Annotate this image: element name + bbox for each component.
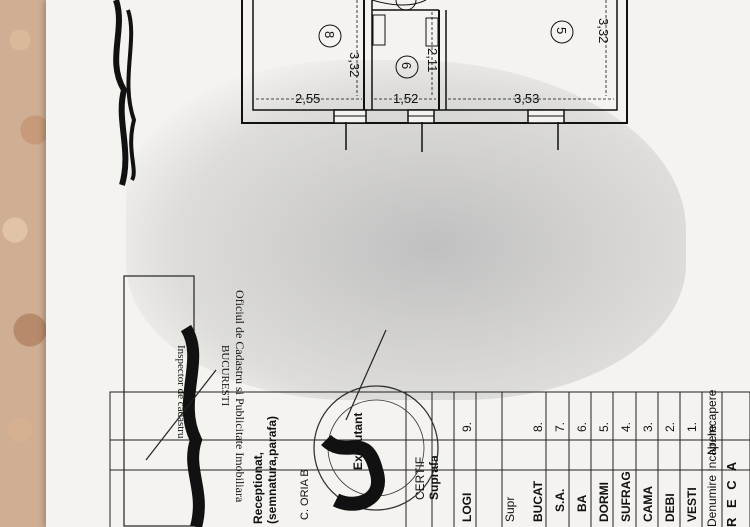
table-row-nr: 4. [619, 422, 633, 432]
seal-text: C. ORIA B [299, 469, 311, 520]
table-row-nr: 1. [685, 422, 699, 432]
room-circle [318, 24, 342, 48]
phone-shadow [126, 60, 686, 400]
table-row-name: S.A. [553, 489, 567, 512]
table-title: R E C A [724, 459, 739, 527]
suprafata-label: Suprafa [427, 455, 441, 500]
table-row-nr: 8. [531, 422, 545, 432]
dim-label: 3,32 [347, 52, 362, 77]
dim-label: 3,32 [596, 18, 611, 43]
room-number: 5 [554, 27, 569, 34]
redaction-scribble [180, 324, 205, 527]
table-row-nr: 5. [597, 422, 611, 432]
semnatura-label: (semnatura,parafa) [265, 416, 279, 524]
document-paper: 3,32 2,11 3,32 2,55 1,52 3,53 8 6 5 R E … [46, 0, 750, 527]
table-row-nr: 3. [641, 422, 655, 432]
table-row-name: BUCAT [531, 480, 545, 522]
table-supr-label: Supr [503, 497, 517, 522]
stamp-line: BUCURESTI [219, 345, 231, 406]
redaction-scribble [113, 0, 129, 186]
room-number: 6 [399, 62, 414, 69]
table-header-nr: Nr. Incapere [705, 389, 719, 455]
plan-inner-wall [252, 0, 618, 111]
table-row-nr: 6. [575, 422, 589, 432]
table-row-name: LOGI [460, 493, 474, 522]
dim-label: 2,11 [425, 48, 440, 72]
table-row-nr: 2. [663, 422, 677, 432]
room-circle [395, 55, 419, 79]
dim-label: 1,52 [393, 91, 418, 106]
table-row-name: DEBI [663, 493, 677, 522]
dim-label: 2,55 [295, 91, 320, 106]
table-row-nr: 7. [553, 422, 567, 432]
table-row-name: BA [575, 494, 589, 512]
table-row-name: DORMI [597, 482, 611, 522]
room-circle [550, 20, 574, 44]
table-row-name: VESTI [685, 487, 699, 522]
seal-circle [313, 385, 439, 511]
room-number: 8 [322, 31, 337, 38]
table-row-name: CAMA [641, 486, 655, 522]
table-row-name: SUFRAG [619, 471, 633, 522]
dim-label: 3,53 [514, 91, 539, 106]
table-header-name: Denumire Incapere [705, 425, 719, 527]
floor-plan-drawing: 3,32 2,11 3,32 2,55 1,52 3,53 8 6 5 R E … [109, 0, 750, 527]
stamp-line: Oficiul de Cadastru si Publicitate Imobi… [233, 290, 247, 503]
redaction-scribble [321, 434, 385, 511]
certif-label: CERTIF [413, 457, 427, 500]
receptionat-label: Receptionat, [251, 452, 265, 524]
table-row-nr: 9. [460, 422, 474, 432]
